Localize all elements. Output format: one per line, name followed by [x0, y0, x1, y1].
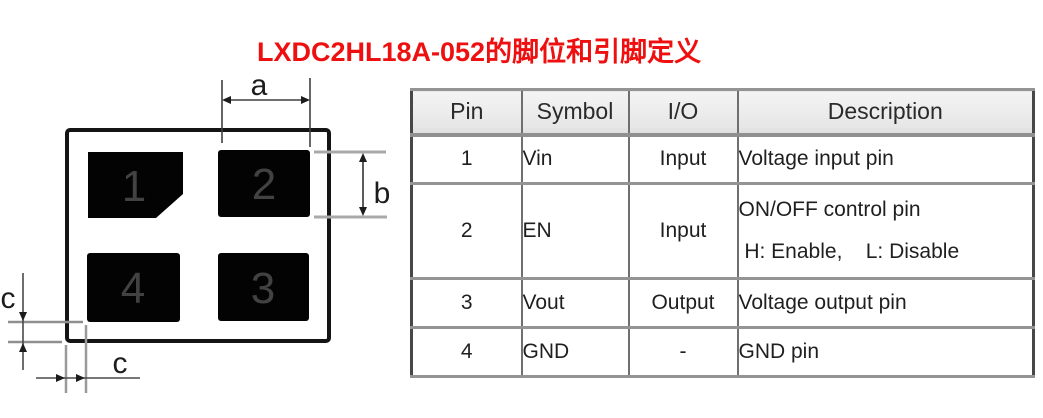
- cell-io: Output: [627, 277, 739, 329]
- cell-description: Voltage output pin: [736, 277, 1035, 329]
- cell-io: -: [627, 326, 739, 378]
- cell-symbol: Vin: [520, 133, 630, 185]
- table-header-row: Pin Symbol I/O Description: [410, 88, 1035, 137]
- col-header-io: I/O: [627, 88, 739, 137]
- cell-symbol: EN: [520, 182, 630, 280]
- col-header-pin: Pin: [410, 88, 523, 137]
- dimension-a: a: [221, 69, 311, 147]
- dimension-c-left: c: [1, 273, 83, 370]
- pad-2-number: 2: [252, 160, 276, 209]
- table-row-pin3: 3 Vout Output Voltage output pin: [410, 277, 1035, 329]
- dim-c-left-label: c: [1, 282, 16, 315]
- cell-pin: 2: [410, 182, 523, 280]
- cell-io: Input: [627, 133, 739, 185]
- pad-1: [88, 152, 183, 218]
- pad-2: [218, 150, 310, 217]
- table-row-pin1: 1 Vin Input Voltage input pin: [410, 133, 1035, 185]
- cell-description: ON/OFF control pin H: Enable, L: Disable: [736, 182, 1035, 280]
- cell-symbol: Vout: [520, 277, 630, 329]
- pad-3-number: 3: [251, 264, 275, 313]
- cell-pin: 4: [410, 326, 523, 378]
- col-header-symbol: Symbol: [520, 88, 630, 137]
- chip-outline: [65, 128, 331, 343]
- pin-definition-table: Pin Symbol I/O Description 1 Vin Input V…: [410, 88, 1035, 378]
- table-row-pin4: 4 GND - GND pin: [410, 326, 1035, 378]
- col-header-description: Description: [736, 88, 1035, 137]
- dim-b-label: b: [374, 177, 391, 210]
- dim-a-label: a: [251, 69, 268, 102]
- pad-4-number: 4: [121, 264, 145, 313]
- dimension-b: b: [314, 150, 391, 219]
- dim-c-bottom-label: c: [113, 347, 128, 380]
- cell-symbol: GND: [520, 326, 630, 378]
- dimension-c-bottom: c: [36, 325, 140, 393]
- pad-3: [218, 253, 309, 321]
- cell-pin: 3: [410, 277, 523, 329]
- cell-description: GND pin: [736, 326, 1035, 378]
- page-title: LXDC2HL18A-052的脚位和引脚定义: [257, 37, 702, 67]
- pad-4: [87, 253, 180, 322]
- pad-1-number: 1: [122, 162, 146, 211]
- cell-description: Voltage input pin: [736, 133, 1035, 185]
- table-row-pin2: 2 EN Input ON/OFF control pin H: Enable,…: [410, 182, 1035, 280]
- package-diagram: 1 2 4 3 a b c: [1, 69, 391, 393]
- cell-pin: 1: [410, 133, 523, 185]
- cell-io: Input: [627, 182, 739, 280]
